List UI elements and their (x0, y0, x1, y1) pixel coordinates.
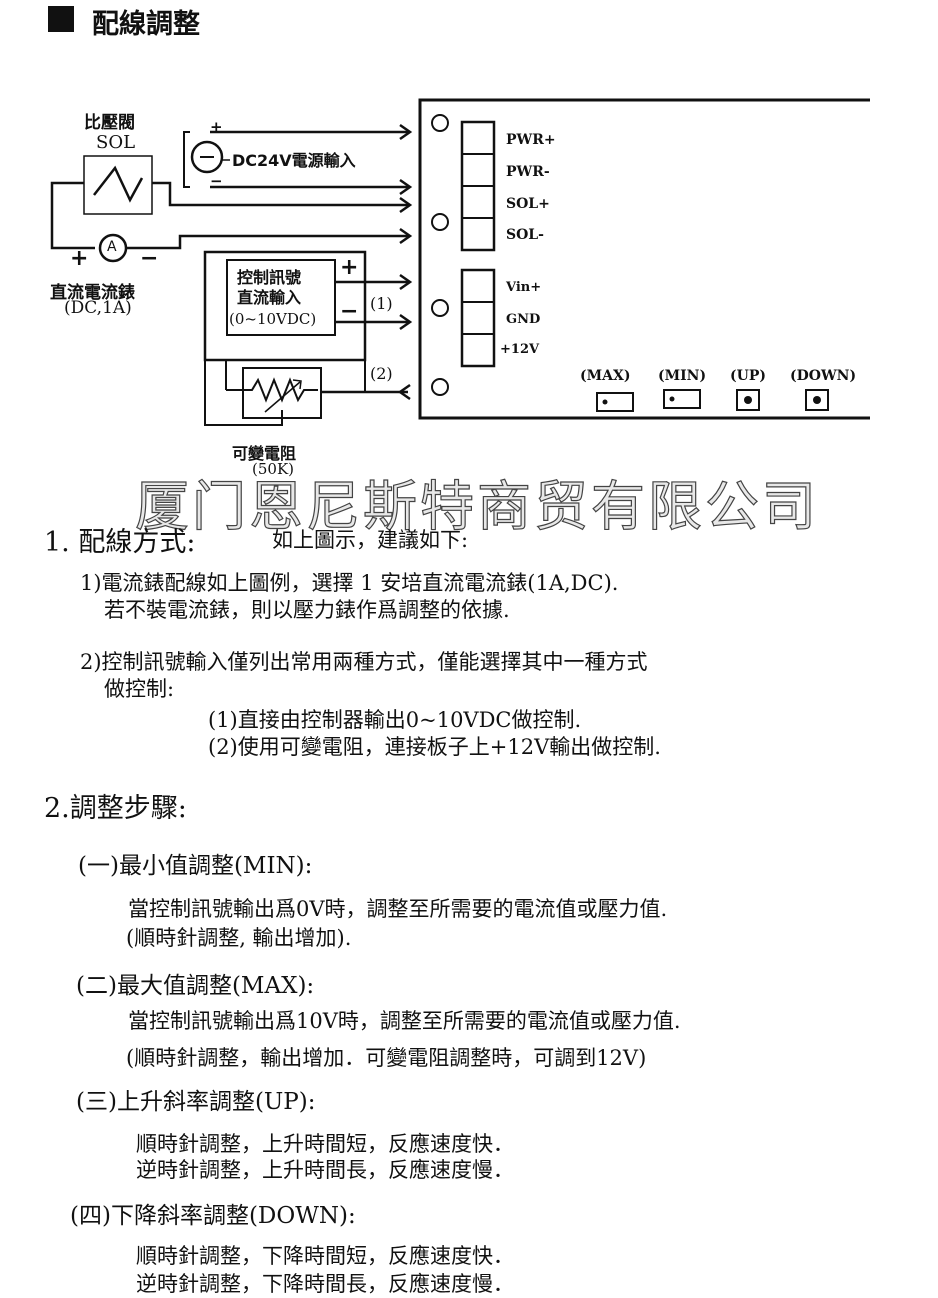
section-1-item1-line1: 1)電流錶配線如上圖例，選擇 1 安培直流電流錶(1A,DC). (80, 571, 619, 595)
ammeter-symbol: A (107, 239, 117, 255)
section-1-item2-sub1: (1)直接由控制器輸出0~10VDC做控制. (208, 708, 582, 732)
path-2-label: (2) (370, 364, 393, 383)
pot-max (596, 392, 634, 412)
step-2-title: (二)最大值調整(MAX): (76, 973, 315, 999)
step-4-line1: 順時針調整，下降時間短，反應速度快． (136, 1244, 514, 1268)
mount-hole-4 (431, 378, 449, 396)
dc-minus-sign: − (210, 172, 223, 190)
section-1-item2-sub2: (2)使用可變電阻，連接板子上+12V輸出做控制. (208, 735, 661, 759)
company-watermark: 厦门恩尼斯特商贸有限公司 (134, 474, 819, 538)
step-3-title: (三)上升斜率調整(UP): (76, 1089, 316, 1115)
meter-minus-sign: − (140, 246, 159, 271)
control-plus-sign: + (340, 255, 359, 280)
step-4-line2: 逆時針調整，下降時間長，反應速度慢． (136, 1272, 514, 1296)
section-2-heading: 2.調整步驟: (44, 793, 187, 824)
terminal-label: SOL- (506, 227, 544, 243)
terminal-label: SOL+ (506, 196, 550, 212)
pot-label-max: (MAX) (580, 368, 631, 384)
dc-source-icon (190, 140, 224, 174)
title-square-icon (48, 6, 74, 32)
control-minus-sign: − (340, 299, 359, 324)
section-1-item2-line1: 2)控制訊號輸入僅列出常用兩種方式，僅能選擇其中一種方式 (80, 650, 648, 674)
section-1-item1-line2: 若不裝電流錶，則以壓力錶作爲調整的依據. (104, 598, 510, 622)
control-label-2: 直流輸入 (237, 288, 302, 307)
step-1-title: (一)最小值調整(MIN): (78, 853, 313, 879)
pot-min (663, 389, 701, 409)
pot-down (805, 389, 829, 411)
step-4-title: (四)下降斜率調整(DOWN): (70, 1203, 356, 1229)
step-3-line1: 順時針調整，上升時間短，反應速度快． (136, 1132, 514, 1156)
meter-plus-sign: + (70, 246, 89, 271)
step-3-line2: 逆時針調整，上升時間長，反應速度慢． (136, 1158, 514, 1182)
terminal-label: Vin+ (506, 280, 542, 295)
wire-sol-minus (126, 234, 408, 250)
dc24v-input-label: DC24V電源輸入 (232, 151, 356, 170)
page-title: 配線調整 (92, 9, 200, 40)
resistor-label: 可變電阻 (232, 444, 297, 463)
path-1-label: (1) (370, 294, 393, 313)
pot-label-min: (MIN) (658, 368, 707, 384)
pot-label-up: (UP) (730, 368, 766, 384)
section-1-item2-line2: 做控制: (104, 677, 175, 701)
section-1-heading: 1. 配線方式: (44, 527, 196, 558)
wiring-diagram (50, 98, 870, 426)
control-label-1: 控制訊號 (237, 268, 302, 287)
dc-plus-sign: + (210, 118, 223, 136)
step-1-line2: (順時針調整, 輸出增加). (126, 926, 352, 950)
control-label-3: (0~10VDC) (229, 310, 317, 328)
pot-label-down: (DOWN) (790, 368, 857, 384)
sol-valve-box (83, 155, 153, 215)
resistor-icon (226, 377, 318, 403)
step-1-line1: 當控制訊號輸出爲0V時，調整至所需要的電流值或壓力值. (128, 897, 668, 921)
step-2-line2: (順時針調整，輸出增加．可變電阻調整時，可調到12V) (126, 1046, 647, 1070)
pot-up (736, 389, 760, 411)
sol-valve-label: 比壓閥 (84, 113, 135, 133)
control-signal-box (226, 259, 336, 336)
terminal-label: PWR- (506, 164, 550, 180)
mount-hole-1 (431, 114, 449, 132)
board-outline (418, 98, 870, 420)
sol-valve-name: SOL (96, 132, 136, 153)
meter-label: 直流電流錶 (50, 283, 135, 303)
mount-hole-2 (431, 213, 449, 231)
resistor-value: (50K) (252, 460, 294, 478)
terminal-label: GND (506, 312, 541, 327)
wire-sol-plus (152, 181, 408, 207)
section-1-intro: 如上圖示，建議如下: (272, 528, 469, 552)
terminal-label: +12V (500, 342, 540, 357)
sol-coil-icon (93, 165, 144, 203)
meter-spec: (DC,1A) (64, 298, 132, 318)
mount-hole-3 (431, 299, 449, 317)
control-outer-box (203, 250, 367, 362)
terminal-label: PWR+ (506, 132, 556, 148)
step-2-line1: 當控制訊號輸出爲10V時，調整至所需要的電流值或壓力值. (128, 1009, 681, 1033)
terminal-block-signal (460, 268, 496, 368)
